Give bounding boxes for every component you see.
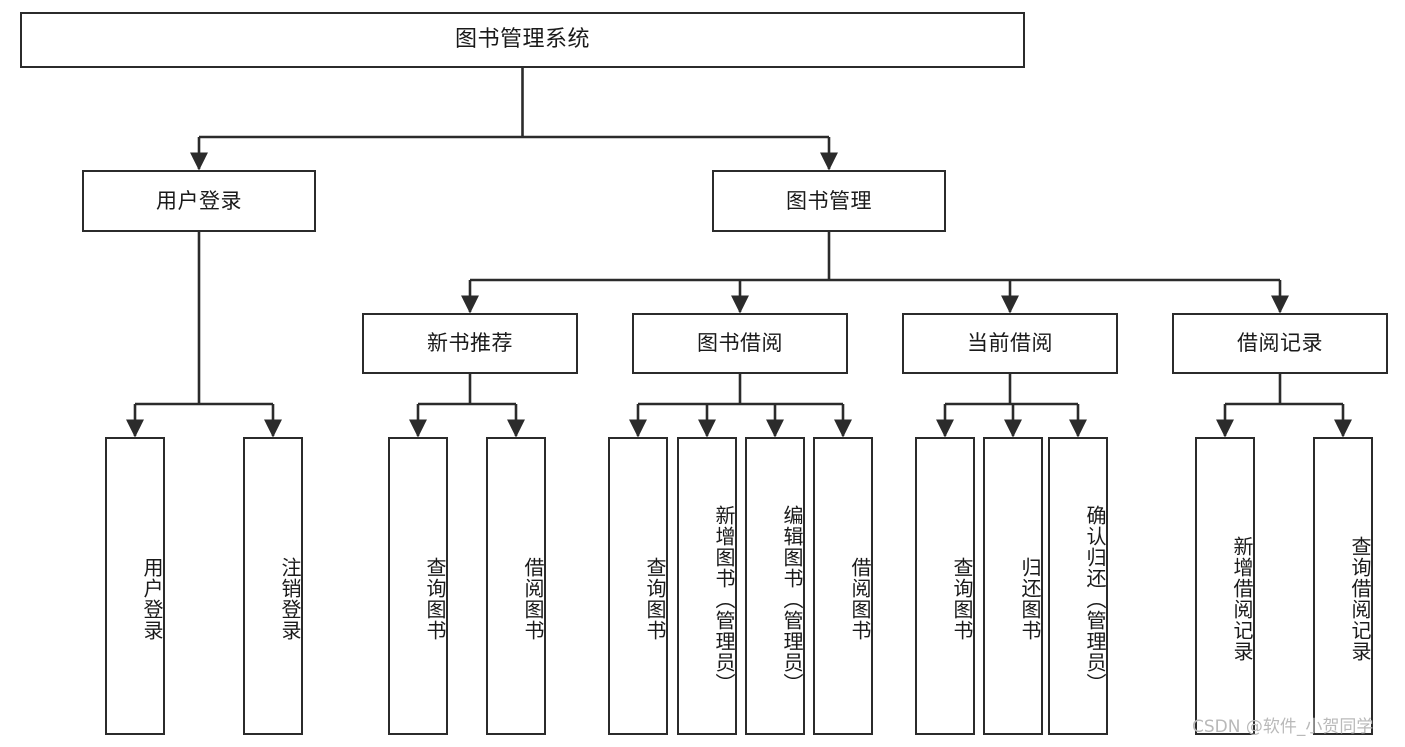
node-label: 新书推荐	[427, 331, 513, 356]
node-label: 新增借阅记录	[1230, 536, 1254, 662]
node-label: 图书借阅	[697, 331, 783, 356]
node-label: 新增图书（管理员）	[712, 504, 736, 694]
node-leaf-user-login[interactable]: 用户登录	[105, 437, 165, 735]
node-leaf-return-book[interactable]: 归还图书	[983, 437, 1043, 735]
node-label: 当前借阅	[967, 331, 1053, 356]
node-label: 编辑图书（管理员）	[780, 504, 804, 694]
node-label: 借阅图书	[521, 557, 545, 641]
watermark-label: CSDN @软件_小贺同学	[1192, 717, 1374, 737]
node-borrow-record[interactable]: 借阅记录	[1172, 313, 1388, 374]
node-leaf-borrow-book-rec[interactable]: 借阅图书	[486, 437, 546, 735]
node-label: 确认归还（管理员）	[1083, 504, 1107, 694]
node-label: 图书管理系统	[454, 27, 590, 53]
node-book-borrow[interactable]: 图书借阅	[632, 313, 848, 374]
node-book-manage[interactable]: 图书管理	[712, 170, 946, 232]
node-leaf-query-record[interactable]: 查询借阅记录	[1313, 437, 1373, 735]
node-label: 借阅记录	[1237, 331, 1323, 356]
node-user-login[interactable]: 用户登录	[82, 170, 316, 232]
node-label: 归还图书	[1018, 557, 1042, 641]
node-label: 查询图书	[950, 557, 974, 641]
node-leaf-user-logout[interactable]: 注销登录	[243, 437, 303, 735]
node-leaf-add-record[interactable]: 新增借阅记录	[1195, 437, 1255, 735]
node-leaf-query-book-cur[interactable]: 查询图书	[915, 437, 975, 735]
node-label: 查询借阅记录	[1348, 536, 1372, 662]
node-label: 注销登录	[278, 557, 302, 641]
node-current-borrow[interactable]: 当前借阅	[902, 313, 1118, 374]
node-leaf-query-book[interactable]: 查询图书	[608, 437, 668, 735]
node-new-book-recommend[interactable]: 新书推荐	[362, 313, 578, 374]
node-label: 借阅图书	[848, 557, 872, 641]
node-leaf-add-book[interactable]: 新增图书（管理员）	[677, 437, 737, 735]
node-leaf-edit-book[interactable]: 编辑图书（管理员）	[745, 437, 805, 735]
node-leaf-confirm-return[interactable]: 确认归还（管理员）	[1048, 437, 1108, 735]
node-root[interactable]: 图书管理系统	[20, 12, 1025, 68]
node-label: 用户登录	[156, 188, 242, 213]
node-leaf-query-book-rec[interactable]: 查询图书	[388, 437, 448, 735]
node-leaf-borrow-book[interactable]: 借阅图书	[813, 437, 873, 735]
node-label: 图书管理	[786, 188, 872, 213]
node-label: 查询图书	[423, 557, 447, 641]
node-label: 查询图书	[643, 557, 667, 641]
node-label: 用户登录	[140, 557, 164, 641]
